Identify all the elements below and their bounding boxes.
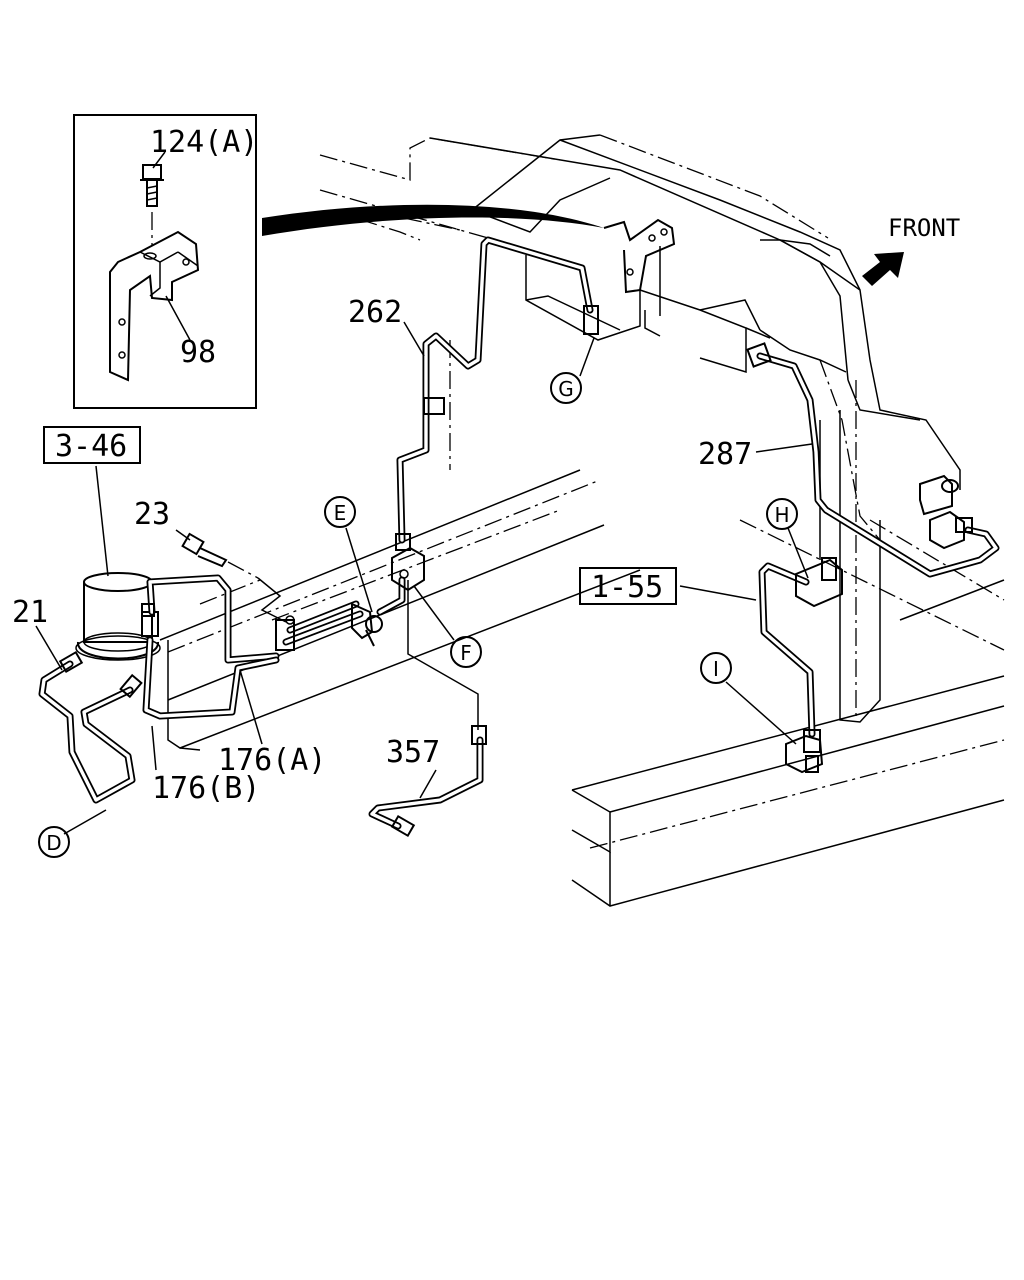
leader-lines <box>35 321 813 835</box>
pipes <box>38 236 1000 830</box>
label-21: 21 <box>12 595 48 630</box>
detail-pointer <box>262 204 604 236</box>
svg-text:G: G <box>558 377 574 401</box>
ref-box-346 <box>43 426 141 464</box>
callout-h: H <box>766 498 798 530</box>
callout-d: D <box>38 826 70 858</box>
bolt-23-icon <box>181 532 287 623</box>
label-23: 23 <box>134 497 170 532</box>
label-176b: 176(B) <box>152 771 260 806</box>
front-label: FRONT <box>888 214 960 242</box>
vehicle-frame <box>159 134 1005 907</box>
svg-text:F: F <box>460 641 472 665</box>
callout-e: E <box>324 496 356 528</box>
label-262: 262 <box>348 295 402 330</box>
callout-g: G <box>550 372 582 404</box>
svg-text:H: H <box>774 503 789 527</box>
svg-text:D: D <box>46 831 61 855</box>
label-346: 3-46 <box>55 429 127 464</box>
label-155: 1-55 <box>591 570 663 605</box>
label-176a: 176(A) <box>218 743 326 778</box>
label-287: 287 <box>698 437 752 472</box>
svg-text:E: E <box>334 501 347 525</box>
label-357: 357 <box>386 735 440 770</box>
label-124a: 124(A) <box>150 125 258 160</box>
callout-f: F <box>450 636 482 668</box>
fittings <box>58 218 973 838</box>
arrow-northeast-icon <box>862 252 904 286</box>
bracket-icon <box>109 230 200 382</box>
svg-text:I: I <box>713 657 719 681</box>
bolt-icon <box>140 164 164 245</box>
ref-box-155 <box>579 567 677 605</box>
inset-detail: 124(A) 98 <box>73 114 258 409</box>
label-98: 98 <box>180 335 216 370</box>
callout-i: I <box>700 652 732 684</box>
